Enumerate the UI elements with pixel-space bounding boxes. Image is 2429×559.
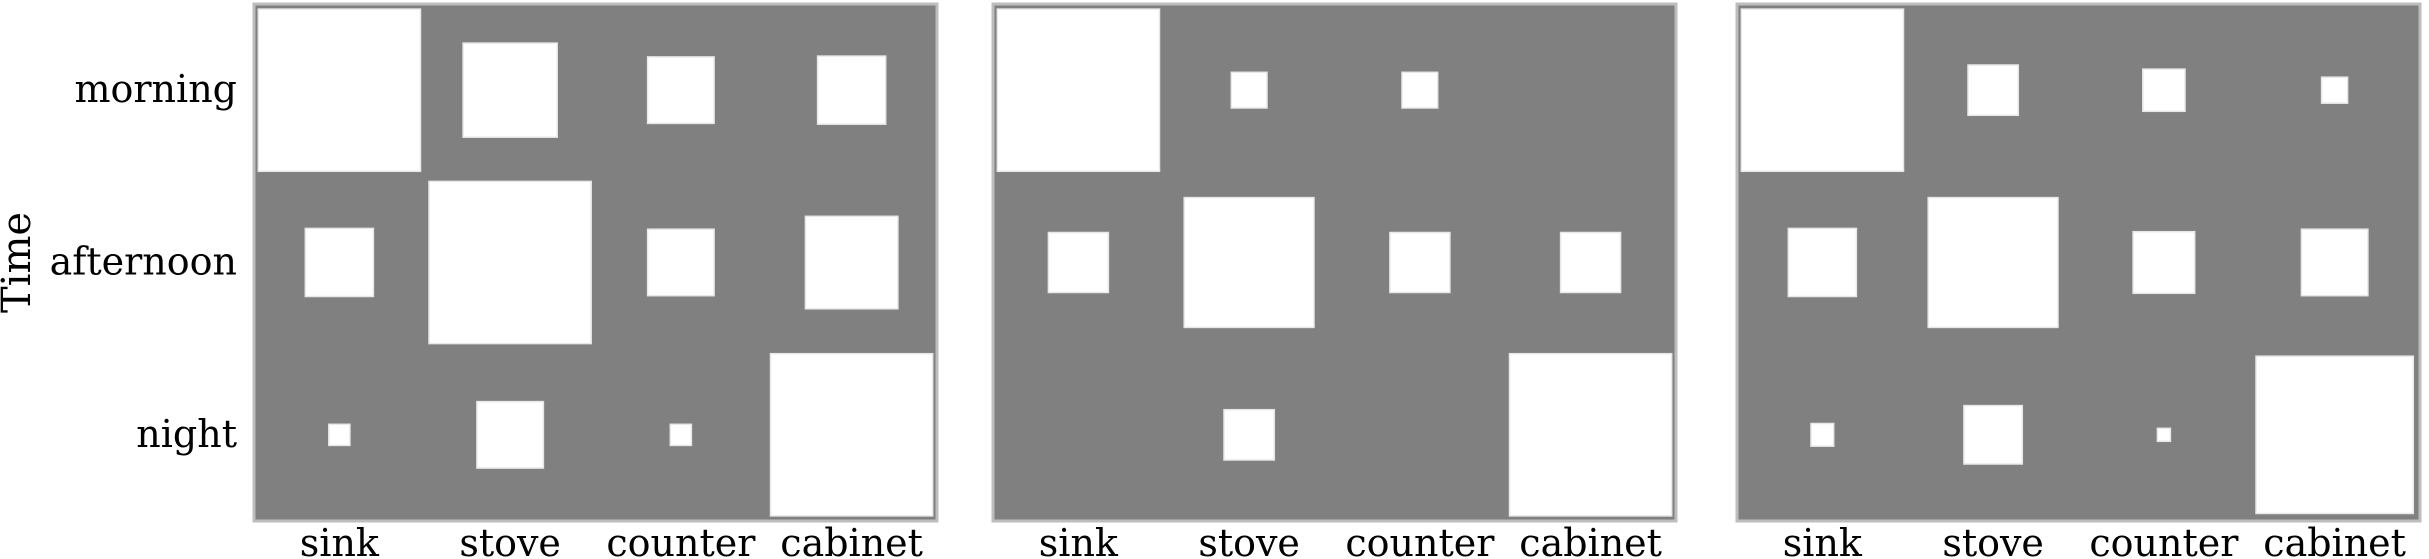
cell-afternoon-stove [1183, 196, 1315, 329]
cell-morning-sink [996, 8, 1161, 173]
y-tick-label: afternoon [50, 240, 237, 284]
cell-night-cabinet [769, 352, 934, 517]
cell-morning-sink [1740, 8, 1905, 173]
cell-afternoon-counter [646, 228, 715, 297]
cell-morning-sink [257, 8, 422, 173]
cell-night-stove [1223, 408, 1276, 461]
cell-afternoon-sink [304, 227, 375, 298]
cell-morning-counter [646, 56, 715, 125]
cell-afternoon-cabinet [1559, 231, 1622, 294]
cell-morning-counter [2142, 68, 2186, 113]
x-tick-label: stove [459, 521, 561, 559]
cell-morning-stove [1967, 64, 2020, 117]
cell-night-stove [1963, 404, 2024, 465]
x-tick-label: cabinet [780, 521, 923, 559]
cell-morning-cabinet [816, 55, 887, 125]
y-axis-label: Time [0, 212, 40, 313]
cell-afternoon-sink [1787, 227, 1858, 298]
x-tick-label: cabinet [2263, 521, 2406, 559]
cell-morning-counter [1401, 71, 1439, 109]
cell-night-stove [476, 400, 545, 469]
panel-2: sink stove counter cabinet [991, 2, 1678, 559]
x-tick-label: counter [2089, 521, 2239, 559]
panel-3: sink stove counter cabinet [1735, 2, 2422, 559]
cell-morning-stove [462, 42, 558, 138]
y-tick-label: morning [74, 67, 237, 111]
x-tick-label: stove [1942, 521, 2044, 559]
cell-morning-cabinet [2320, 76, 2349, 104]
x-tick-label: sink [1039, 521, 1119, 559]
x-tick-label: cabinet [1519, 521, 1662, 559]
cell-afternoon-stove [1927, 196, 2059, 329]
cell-night-cabinet [1508, 352, 1673, 517]
cell-afternoon-stove [428, 180, 592, 345]
cell-afternoon-cabinet [2300, 228, 2369, 297]
cell-afternoon-counter [2132, 230, 2196, 295]
cell-night-sink [328, 423, 351, 447]
x-tick-label: counter [1345, 521, 1495, 559]
cell-afternoon-cabinet [804, 215, 899, 310]
cell-night-sink [1810, 422, 1835, 447]
cell-night-cabinet [2255, 355, 2415, 515]
y-tick-label: night [136, 412, 237, 456]
cell-morning-stove [1230, 71, 1268, 109]
x-tick-label: sink [300, 521, 380, 559]
panel-1: sink stove counter cabinet [252, 2, 939, 559]
cell-afternoon-counter [1389, 231, 1451, 294]
cell-afternoon-sink [1047, 231, 1110, 294]
cell-night-counter [2156, 427, 2172, 443]
x-tick-label: counter [606, 521, 756, 559]
x-tick-label: sink [1783, 521, 1863, 559]
x-tick-label: stove [1198, 521, 1300, 559]
cell-night-counter [669, 423, 693, 447]
